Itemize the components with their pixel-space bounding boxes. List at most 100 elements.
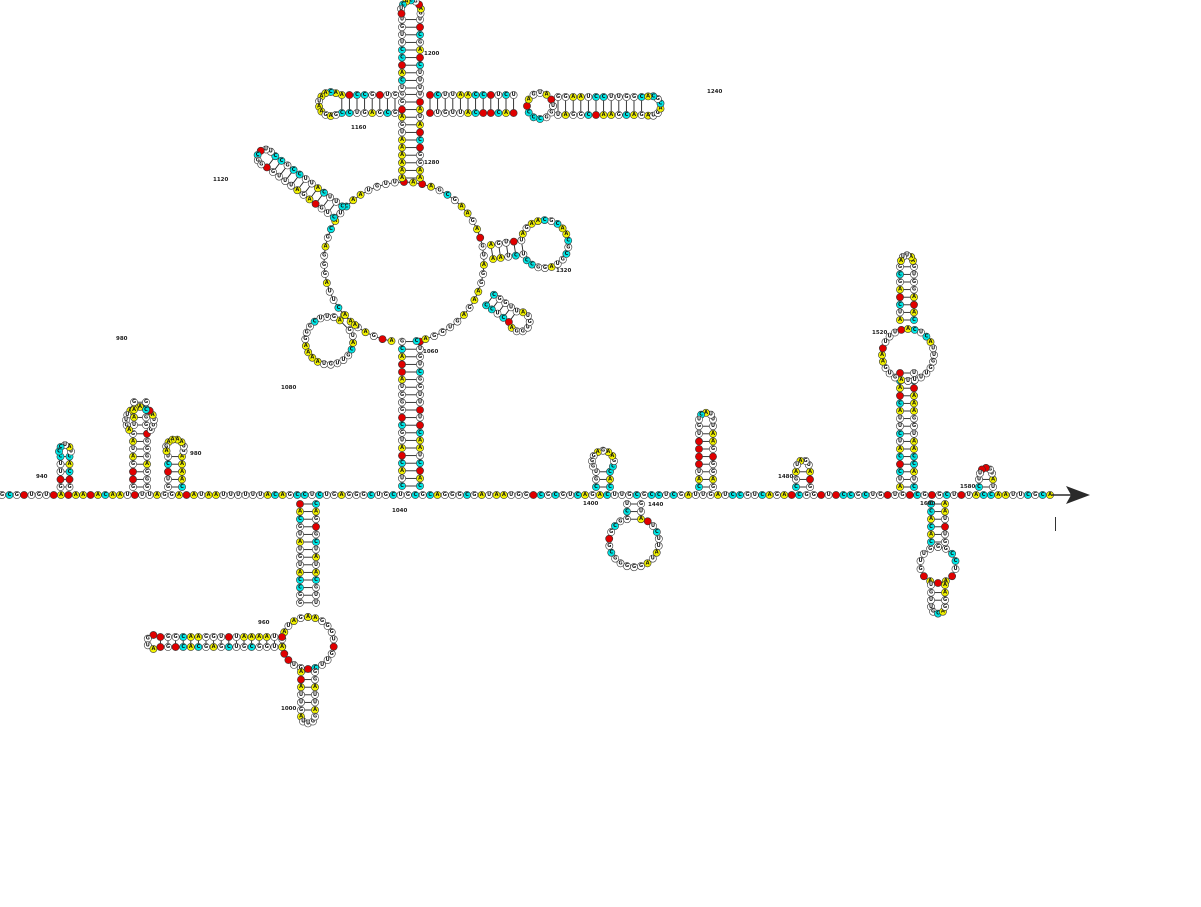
svg-text:A: A	[313, 684, 317, 690]
nucleotide: C	[551, 491, 560, 499]
nucleotide: C	[277, 156, 286, 165]
nucleotide: G	[541, 264, 549, 272]
svg-text:A: A	[881, 359, 885, 365]
nucleotide: A	[335, 316, 344, 325]
nucleotide: G	[898, 491, 907, 499]
nucleotide: A	[79, 491, 88, 499]
svg-text:U: U	[888, 370, 892, 376]
svg-text:A: A	[598, 492, 602, 498]
svg-text:G: G	[812, 492, 816, 498]
nucleotide: A	[304, 613, 312, 621]
svg-text:U: U	[701, 492, 705, 498]
svg-text:U: U	[664, 492, 668, 498]
svg-text:A: A	[67, 444, 71, 450]
nucleotide: G	[941, 596, 949, 605]
nucleotide: U	[691, 491, 700, 499]
svg-text:U: U	[229, 492, 233, 498]
nucleotide: A	[57, 491, 65, 499]
nucleotide: C	[482, 301, 490, 310]
nucleotide: U	[927, 596, 935, 605]
nucleotide: U	[896, 437, 904, 446]
nucleotide: A	[398, 68, 406, 77]
nucleotide	[910, 384, 918, 393]
nucleotide: U	[138, 491, 147, 499]
nucleotide: A	[709, 429, 717, 438]
nucleotide: G	[589, 462, 597, 471]
svg-text:G: G	[326, 235, 330, 241]
svg-text:A: A	[606, 449, 610, 455]
nucleotide: C	[178, 483, 186, 491]
nucleotide: G	[142, 398, 150, 407]
nucleotide: G	[296, 614, 305, 622]
nucleotide: G	[910, 414, 918, 423]
nucleotide: C	[951, 557, 960, 565]
nucleotide: C	[927, 507, 935, 516]
svg-text:G: G	[145, 469, 149, 475]
nucleotide: A	[398, 151, 406, 160]
nucleotide: U	[446, 323, 455, 332]
svg-text:U: U	[556, 261, 560, 267]
svg-text:G: G	[15, 492, 19, 498]
nucleotide: G	[876, 491, 885, 499]
nucleotide: C	[622, 111, 631, 119]
nucleotide: A	[542, 90, 551, 99]
svg-text:A: A	[118, 492, 122, 498]
svg-text:G: G	[912, 264, 916, 270]
nucleotide: G	[910, 285, 918, 294]
svg-text:C: C	[446, 192, 450, 198]
nucleotide: C	[416, 428, 424, 437]
svg-text:U: U	[509, 304, 513, 310]
nucleotide: G	[564, 243, 573, 252]
svg-text:A: A	[482, 262, 486, 268]
svg-text:G: G	[711, 469, 715, 475]
svg-text:G: G	[479, 280, 483, 286]
nucleotide	[695, 437, 703, 446]
svg-text:A: A	[646, 93, 650, 99]
svg-text:G: G	[259, 161, 263, 167]
svg-text:G: G	[181, 448, 185, 454]
svg-text:U: U	[451, 110, 455, 116]
nucleotide	[398, 105, 406, 114]
nucleotide: C	[511, 251, 520, 260]
svg-text:C: C	[298, 585, 302, 591]
nucleotide: U	[332, 197, 340, 206]
svg-text:C: C	[295, 492, 299, 498]
nucleotide: C	[846, 491, 855, 499]
nucleotide: G	[854, 491, 862, 499]
svg-text:C: C	[313, 665, 317, 671]
svg-text:A: A	[155, 492, 159, 498]
svg-text:G: G	[711, 461, 715, 467]
nucleotide: U	[42, 491, 51, 499]
nucleotide: A	[129, 452, 137, 461]
stray-tick-mark	[1055, 517, 1056, 531]
svg-text:U: U	[58, 461, 62, 467]
nucleotide: C	[623, 507, 631, 516]
svg-text:U: U	[234, 644, 238, 650]
nucleotide: G	[269, 168, 277, 176]
nucleotide	[948, 572, 956, 581]
nucleotide: C	[411, 491, 420, 499]
nucleotide	[905, 491, 914, 499]
svg-text:A: A	[189, 644, 193, 650]
nucleotide: C	[599, 93, 608, 101]
nucleotide: C	[529, 113, 538, 122]
svg-text:G: G	[144, 399, 148, 405]
nucleotide: U	[323, 209, 332, 217]
svg-text:G: G	[298, 592, 302, 598]
svg-text:U: U	[657, 536, 661, 542]
nucleotide: C	[398, 53, 406, 62]
svg-text:A: A	[608, 476, 612, 482]
svg-text:U: U	[304, 176, 308, 182]
nucleotide: C	[65, 467, 74, 476]
nucleotide: U	[339, 356, 348, 364]
svg-text:U: U	[326, 657, 330, 663]
nucleotide: C	[927, 500, 935, 508]
nucleotide: A	[684, 491, 693, 499]
nucleotide: A	[398, 136, 406, 144]
svg-text:U: U	[313, 699, 317, 705]
nucleotide: A	[398, 352, 406, 361]
nucleotide: A	[630, 111, 638, 119]
nucleotide: C	[652, 528, 661, 536]
nucleotide: U	[312, 598, 320, 607]
nucleotide: C	[654, 491, 663, 499]
